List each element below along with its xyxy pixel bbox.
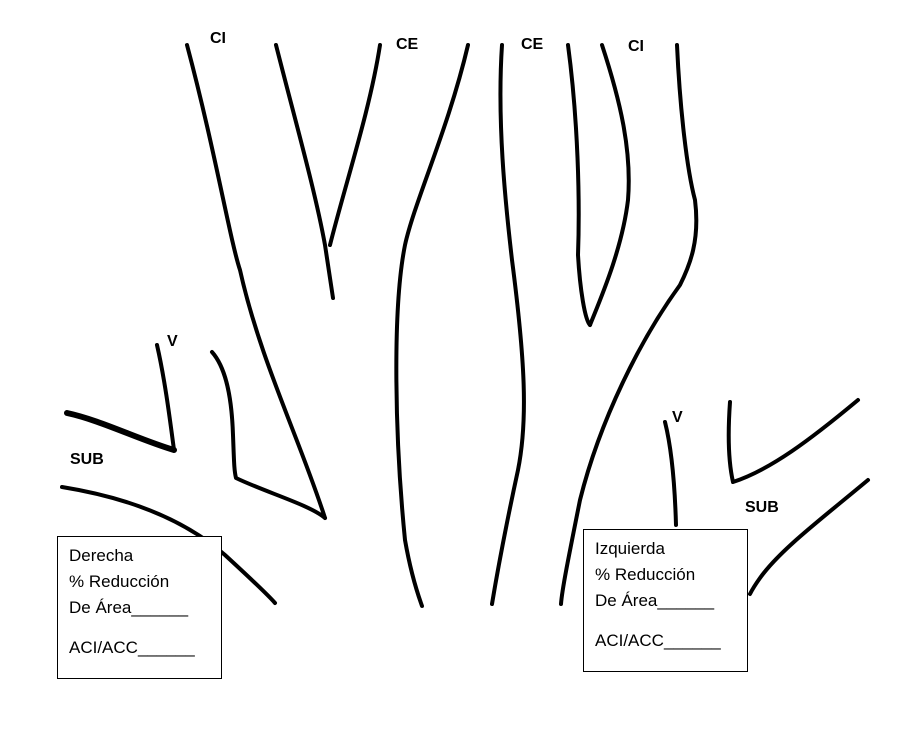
right-measurement-box: Derecha % Reducción De Área______ ACI/AC… [57, 536, 222, 679]
right-cca-outer-wall [394, 43, 470, 608]
label-ci-left: CI [628, 38, 644, 55]
right-ce-wall [328, 43, 382, 247]
right-vertebral-wall [210, 350, 327, 520]
label-sub-right: SUB [70, 451, 104, 468]
left-cca-outer-wall [559, 43, 699, 606]
right-ci-outer-wall [185, 43, 327, 520]
right-box-ratio-field: ACI/ACC______ [69, 638, 195, 657]
left-ci-inner-wall [588, 43, 631, 327]
left-subclavian-lower-wall [748, 478, 870, 596]
left-ce-wall [490, 43, 526, 606]
label-sub-left: SUB [745, 499, 779, 516]
left-vertebral-wall [663, 420, 678, 527]
right-subclavian-upper-wall [64, 410, 177, 453]
left-box-title: Izquierda [595, 539, 665, 558]
right-box-title: Derecha [69, 546, 134, 565]
label-ce-left: CE [521, 36, 544, 53]
left-box-ratio-field: ACI/ACC______ [595, 631, 721, 650]
left-measurement-box: Izquierda % Reducción De Área______ ACI/… [583, 529, 748, 672]
left-subclavian-upper-wall [726, 398, 860, 484]
left-box-area-field: De Área______ [595, 591, 715, 610]
right-box-reduction: % Reducción [69, 572, 170, 591]
right-vertebral-top-wall [155, 343, 176, 452]
right-box-area-field: De Área______ [69, 598, 189, 617]
left-box-reduction: % Reducción [595, 565, 696, 584]
label-ce-right: CE [396, 36, 419, 53]
label-v-right: V [167, 333, 178, 350]
left-ce-outer-wall [566, 43, 592, 327]
label-ci-right: CI [210, 30, 226, 47]
right-ci-inner-wall [274, 43, 335, 300]
label-v-left: V [672, 409, 683, 426]
